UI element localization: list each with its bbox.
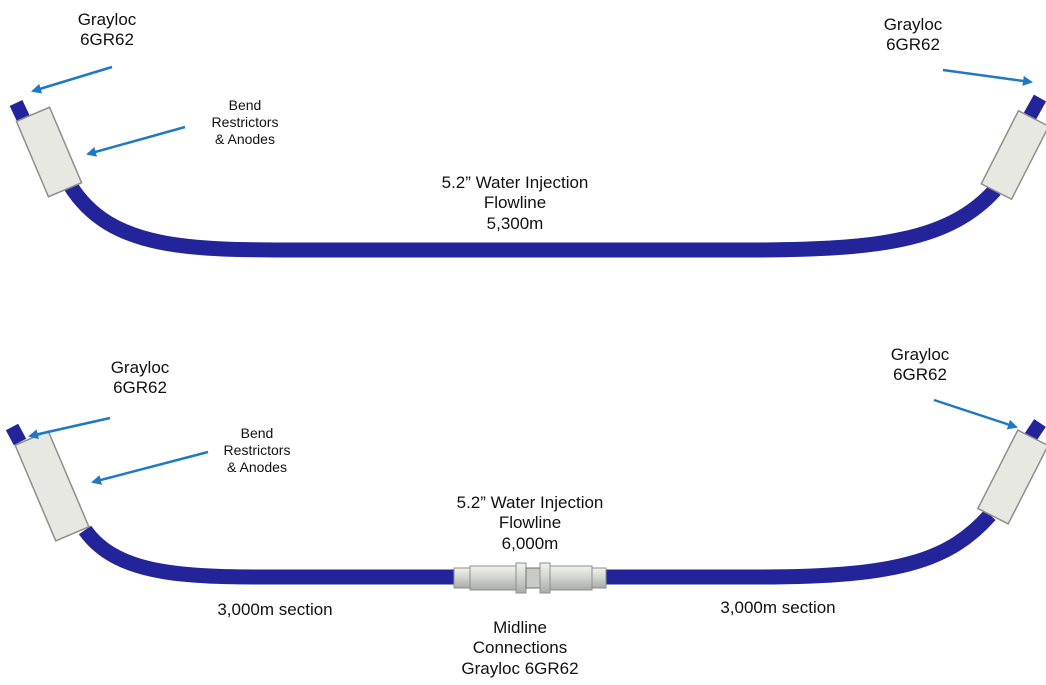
bottom-right-connector-arrow	[933, 398, 1018, 430]
top-bend-restrictor-arrow	[86, 125, 186, 157]
bottom-left-connector-arrow	[28, 416, 111, 440]
top-right-connector-arrow	[942, 68, 1033, 86]
bottom-left-bend-restrictor	[14, 430, 90, 542]
bottom-right-pipe-end	[1024, 419, 1046, 442]
top-right-bend-restrictor	[980, 109, 1046, 201]
midline-connection	[453, 562, 607, 594]
top-flowline-pipe	[63, 180, 1001, 258]
bottom-flowline-diagram	[5, 398, 1046, 594]
left-section-label: 3,000m section	[217, 600, 333, 619]
top-flowline-diagram	[9, 65, 1046, 258]
top-left-connector-arrow	[31, 65, 113, 94]
bottom-right-bend-restrictor	[976, 429, 1046, 525]
top-right-pipe-end	[1023, 94, 1046, 120]
bottom-bend-restrictor-arrow	[91, 450, 209, 485]
right-section-label: 3,000m section	[720, 598, 836, 617]
top-left-bend-restrictor	[15, 106, 83, 198]
bottom-right-section-pipe	[604, 509, 996, 585]
bottom-left-section-pipe	[78, 525, 456, 585]
bottom-left-pipe-end	[5, 423, 27, 446]
